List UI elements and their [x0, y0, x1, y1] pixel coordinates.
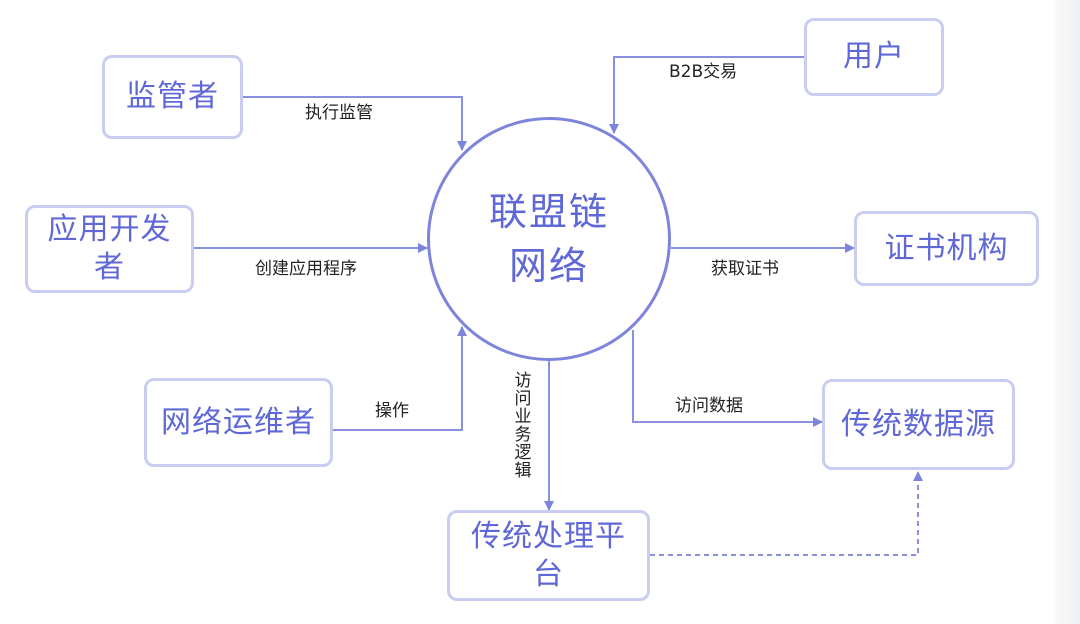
node-user-label: 用户 — [843, 39, 905, 74]
node-regulator: 监管者 — [102, 55, 243, 139]
edge-hub-datasource — [632, 330, 823, 427]
node-network-operator-label: 网络运维者 — [161, 404, 316, 440]
consortium-chain-hub: 联盟链网络 — [427, 117, 671, 361]
node-cert-authority: 证书机构 — [854, 211, 1039, 286]
edge-label-supervise: 执行监管 — [305, 103, 373, 123]
edge-label-operate: 操作 — [375, 401, 409, 421]
node-legacy-platform-label: 传统处理平台 — [471, 518, 626, 592]
edge-label-access-logic: 访问业务逻辑 — [514, 371, 532, 481]
node-legacy-data-source: 传统数据源 — [822, 379, 1015, 470]
node-legacy-data-source-label: 传统数据源 — [841, 406, 996, 442]
node-user: 用户 — [804, 18, 944, 96]
node-cert-authority-label: 证书机构 — [884, 230, 1009, 266]
page-edge-shade — [1054, 0, 1080, 624]
edge-label-get-cert: 获取证书 — [711, 259, 779, 279]
edge-platform-datasource — [650, 471, 923, 556]
edge-operator-hub — [333, 326, 467, 431]
node-app-developer-label: 应用开发者 — [47, 212, 172, 285]
hub-label: 联盟链网络 — [488, 190, 609, 288]
node-network-operator: 网络运维者 — [144, 378, 333, 467]
edge-user-hub — [609, 56, 806, 134]
edge-label-create-app: 创建应用程序 — [255, 259, 357, 279]
node-legacy-platform: 传统处理平台 — [447, 510, 650, 601]
node-regulator-label: 监管者 — [126, 79, 219, 114]
edge-regulator-hub — [243, 96, 467, 151]
edge-label-b2b-trade: B2B交易 — [669, 62, 738, 82]
node-app-developer: 应用开发者 — [25, 205, 194, 293]
edge-label-access-data: 访问数据 — [675, 396, 743, 416]
